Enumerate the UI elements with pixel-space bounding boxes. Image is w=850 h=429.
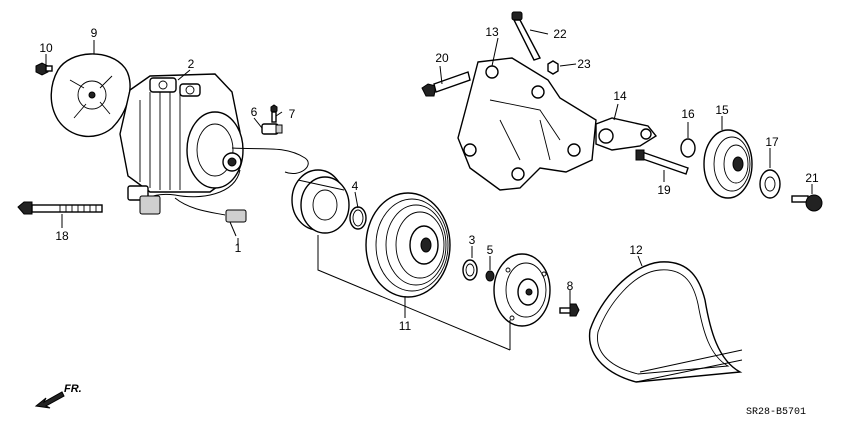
idler-pulley-15 bbox=[703, 129, 753, 199]
leader-lines bbox=[45, 29, 813, 306]
callout-7: 7 bbox=[289, 107, 296, 121]
callout-22: 22 bbox=[553, 27, 567, 41]
group-bracket-11 bbox=[317, 235, 511, 351]
callout-9: 9 bbox=[91, 26, 98, 40]
callout-19: 19 bbox=[657, 183, 671, 197]
shim-3 bbox=[462, 259, 478, 281]
pulley-11 bbox=[365, 192, 451, 298]
callout-6: 6 bbox=[251, 105, 258, 119]
fr-label: FR. bbox=[64, 383, 82, 395]
callout-18: 18 bbox=[55, 229, 69, 243]
idler-arm-14 bbox=[595, 117, 658, 151]
callout-3: 3 bbox=[469, 233, 476, 247]
armature-plate bbox=[493, 253, 551, 327]
bracket-13 bbox=[457, 57, 597, 191]
field-coil bbox=[291, 169, 350, 234]
wire-harness bbox=[127, 147, 309, 237]
diagram-code: SR28-B5701 bbox=[746, 407, 806, 418]
callout-16: 16 bbox=[681, 107, 695, 121]
washer-5 bbox=[485, 270, 495, 282]
callout-11: 11 bbox=[399, 319, 412, 333]
callout-labels: 1 2 3 4 5 6 7 8 9 10 11 12 13 14 15 16 1… bbox=[39, 25, 819, 333]
callout-13: 13 bbox=[485, 25, 499, 39]
callout-17: 17 bbox=[765, 135, 779, 149]
callout-1: 1 bbox=[235, 241, 242, 255]
bolt-21 bbox=[791, 194, 823, 212]
fr-arrow-icon bbox=[34, 391, 65, 409]
callout-21: 21 bbox=[805, 171, 819, 185]
callout-20: 20 bbox=[435, 51, 449, 65]
callout-15: 15 bbox=[715, 103, 729, 117]
nut-23 bbox=[547, 60, 559, 75]
long-bolt-18 bbox=[17, 201, 103, 215]
callout-2: 2 bbox=[188, 57, 195, 71]
callout-12: 12 bbox=[629, 243, 643, 257]
bolt-20 bbox=[421, 71, 471, 97]
bolt-22 bbox=[511, 11, 542, 61]
snap-ring-4 bbox=[349, 206, 367, 230]
v-belt-12 bbox=[588, 261, 743, 383]
callout-8: 8 bbox=[567, 279, 574, 293]
washer-17 bbox=[759, 169, 781, 199]
callout-14: 14 bbox=[613, 89, 627, 103]
bolt-8 bbox=[559, 303, 580, 317]
sensor-6-7 bbox=[261, 104, 283, 135]
cover-plate bbox=[50, 53, 131, 138]
front-direction-indicator: FR. bbox=[34, 383, 82, 409]
stud-19 bbox=[635, 149, 689, 175]
collar-16 bbox=[680, 138, 696, 158]
callout-10: 10 bbox=[39, 41, 53, 55]
callout-5: 5 bbox=[487, 243, 494, 257]
callout-4: 4 bbox=[352, 179, 359, 193]
compressor bbox=[119, 73, 244, 193]
bolt-10 bbox=[35, 62, 53, 76]
callout-23: 23 bbox=[577, 57, 591, 71]
